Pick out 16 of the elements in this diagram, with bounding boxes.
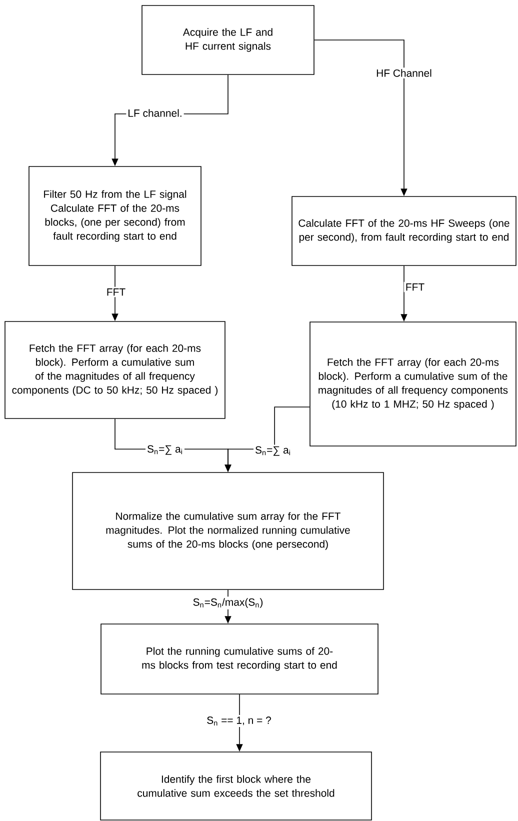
process-box: Fetch the FFT array (for each 20-ms block). Perform a cumulative sum of the magnitudes of all frequency components (DC to 50 kHz; 50 Hz spaced ) xyxy=(4,321,226,419)
edge-label: S$_{n}$=S$_{n}$/max(S$_{n}$) xyxy=(191,596,265,610)
process-box: Filter 50 Hz from the LF signal Calculate FFT of the 20-ms blocks, (one per second) from fault recording start to end xyxy=(28,166,202,266)
process-box: Normalize the cumulative sum array for the FFT magnitudes. Plot the normalized running cumulative sums of the 20-ms blocks (one persecond) xyxy=(72,472,384,590)
edge-label: S$_{n}$=∑ a$_{i}$ xyxy=(146,444,184,456)
process-box: Plot the running cumulative sums of 20-ms blocks from test recording start to end xyxy=(100,624,378,694)
edge-label: S$_{n}$ == 1, n = ? xyxy=(205,715,273,727)
edge-label: FFT xyxy=(404,282,426,292)
process-box: Acquire the LF and HF current signals xyxy=(142,5,314,75)
process-box: Fetch the FFT array (for each 20-ms block). Perform a cumulative sum of the magnitudes of all frequency components (10 kHz to 1 MHZ; 50 Hz spaced ) xyxy=(310,322,516,446)
edge-label: FFT xyxy=(104,286,128,298)
edge-label: LF channel. xyxy=(126,108,184,118)
process-box: Calculate FFT of the 20-ms HF Sweeps (one per second), from fault recording start to end xyxy=(292,196,516,266)
edge-label: HF Channel xyxy=(374,68,434,78)
edge-label: S$_{n}$=∑ a$_{i}$ xyxy=(254,444,292,458)
process-box: Identify the first block where the cumulative sum exceeds the set threshold xyxy=(100,752,372,820)
